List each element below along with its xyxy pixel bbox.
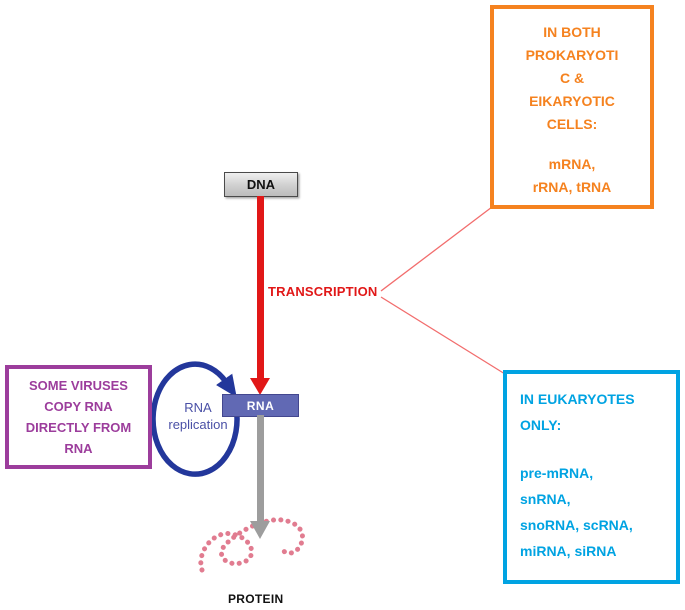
rna-label: RNA (246, 398, 275, 413)
annotation-eukaryotes-box: IN EUKARYOTES ONLY: pre-mRNA, snRNA, sno… (503, 370, 680, 584)
protein-label: PROTEIN (228, 592, 284, 606)
transcription-arrow-stem (257, 196, 264, 379)
dna-box: DNA (224, 172, 298, 197)
translation-arrowhead (250, 521, 270, 539)
annotation-viruses-box: SOME VIRUSES COPY RNA DIRECTLY FROM RNA (5, 365, 152, 469)
annotation-both-cells-items: mRNA, rRNA, tRNA (532, 156, 612, 195)
transcription-arrowhead (250, 378, 270, 395)
translation-arrow-stem (257, 415, 264, 522)
connector-line-to-blue-box (380, 296, 506, 375)
transcription-label: TRANSCRIPTION (268, 284, 378, 299)
annotation-eukaryotes-heading: IN EUKARYOTES ONLY: (520, 391, 635, 433)
annotation-both-cells-heading: IN BOTH PROKARYOTI C & EIKARYOTIC CELLS: (525, 24, 619, 132)
annotation-viruses-text: SOME VIRUSES COPY RNA DIRECTLY FROM RNA (25, 378, 132, 456)
annotation-eukaryotes-items: pre-mRNA, snRNA, snoRNA, scRNA, miRNA, s… (520, 465, 633, 559)
rna-replication-label: RNA replication (168, 400, 228, 432)
connector-line-to-orange-box (380, 206, 493, 292)
annotation-both-cells-box: IN BOTH PROKARYOTI C & EIKARYOTIC CELLS:… (490, 5, 654, 209)
dna-label: DNA (246, 177, 276, 192)
